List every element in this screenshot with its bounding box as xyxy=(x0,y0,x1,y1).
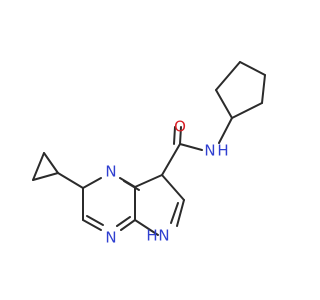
bond xyxy=(86,215,104,226)
bond xyxy=(134,174,163,188)
bond xyxy=(179,143,203,151)
bond xyxy=(261,74,266,104)
bond xyxy=(231,102,263,119)
bond xyxy=(134,219,159,236)
bond xyxy=(120,219,136,231)
bond xyxy=(176,199,185,227)
bond xyxy=(82,219,102,231)
bond xyxy=(116,216,131,227)
atom-nitrogen-label: N xyxy=(204,142,215,160)
bond xyxy=(57,172,84,189)
atom-nitrogen-label: N xyxy=(105,163,116,181)
pyrrole-ring xyxy=(134,174,185,236)
bond xyxy=(179,126,182,145)
atom-nitrogen-label: N xyxy=(105,229,116,247)
bond xyxy=(173,126,176,145)
cyclopentyl-ring xyxy=(215,61,266,119)
atom-hydrogen-label: H xyxy=(217,142,228,160)
bond xyxy=(82,177,102,189)
amide-group xyxy=(161,117,233,176)
atom-hydrogen-label: H xyxy=(146,227,157,245)
bond xyxy=(215,61,241,91)
bond xyxy=(170,202,179,224)
bond xyxy=(43,152,59,174)
bond xyxy=(123,180,140,191)
atom-nitrogen-label: N xyxy=(158,227,169,245)
bond xyxy=(239,61,266,76)
bond xyxy=(32,172,59,181)
bond xyxy=(32,152,45,181)
molecule-diagram: O N H N N N H xyxy=(32,61,266,247)
molecule-canvas: O N H N N N H xyxy=(32,61,266,247)
bond xyxy=(218,117,233,144)
bond xyxy=(161,143,181,176)
pyrazine-ring xyxy=(82,177,140,231)
cyclopropyl-group xyxy=(32,152,84,189)
atom-oxygen-label: O xyxy=(174,118,186,136)
bond xyxy=(161,174,185,201)
bond xyxy=(215,89,233,119)
